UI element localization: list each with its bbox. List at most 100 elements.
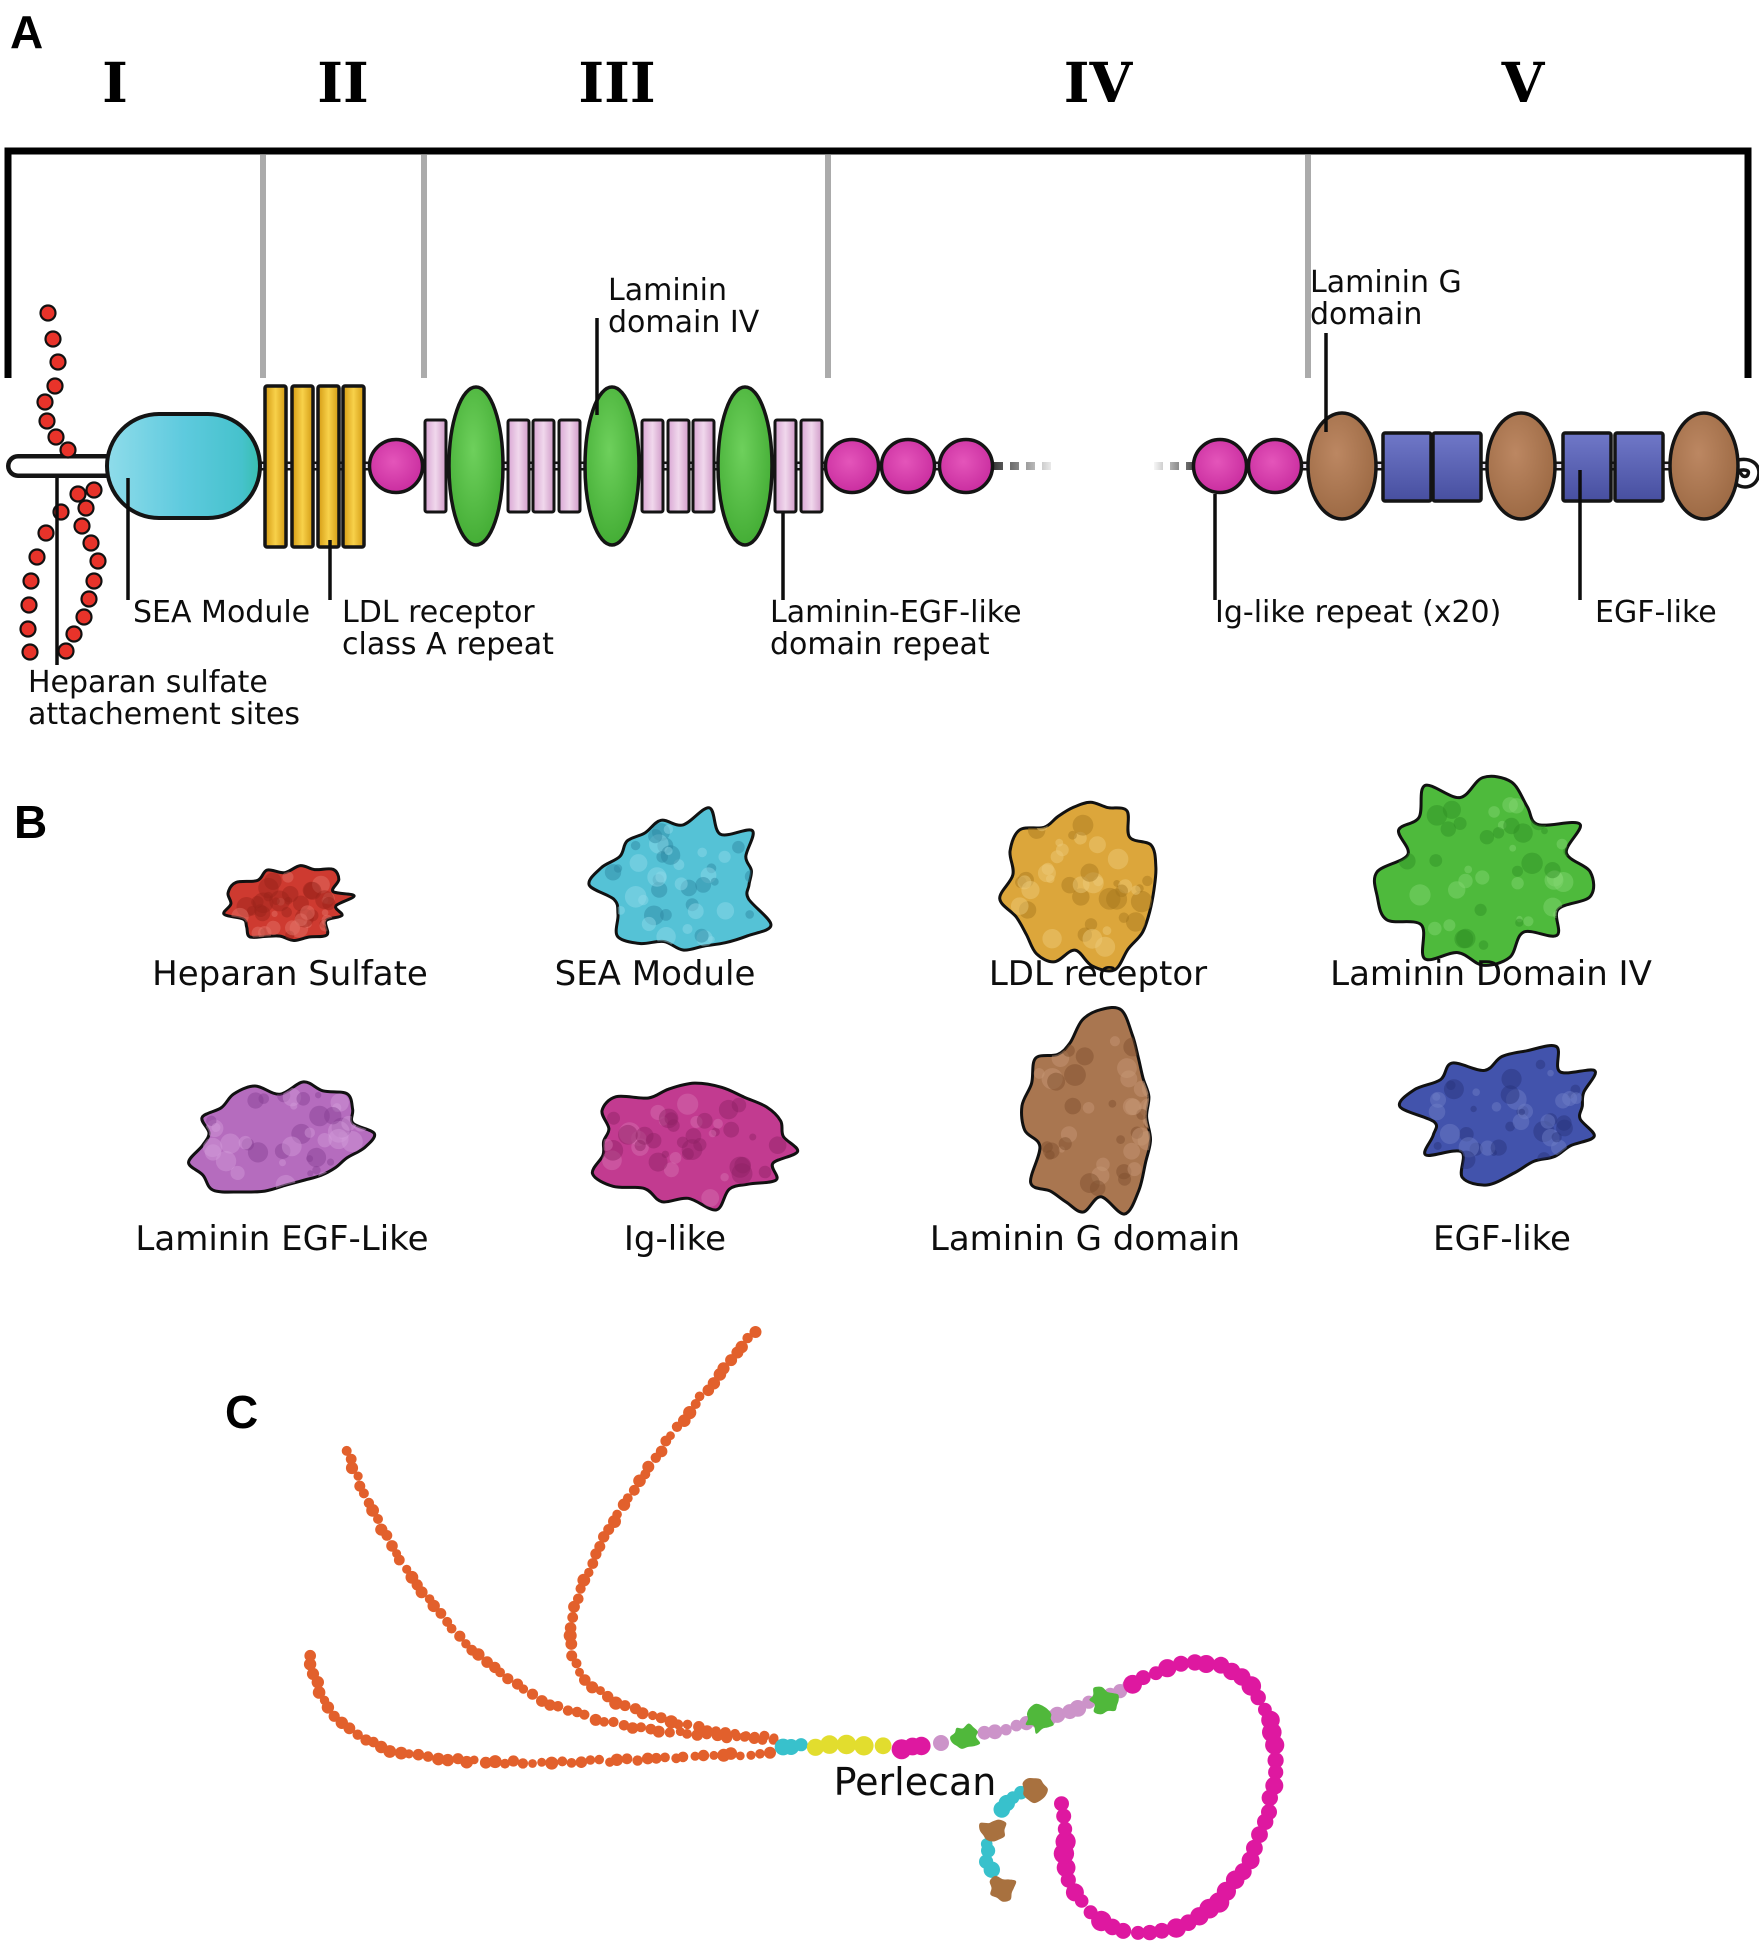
heparan-dot (57, 642, 75, 660)
callout-sea-module: SEA Module (126, 478, 310, 630)
laminin-iv-3d-blob (1372, 774, 1596, 967)
core-green-blob (950, 1723, 981, 1749)
ig-like-3d-blob (590, 1081, 800, 1212)
egf-like-square (1381, 431, 1433, 503)
ldl-receptor-3d-blob (998, 800, 1158, 973)
ldl-class-a-bar (341, 384, 366, 549)
blob-surface (187, 1080, 377, 1194)
heparan-dot (36, 393, 54, 411)
ldl-class-a-bar (316, 384, 341, 549)
heparan-dot (65, 625, 83, 643)
laminin-egf-bar (666, 418, 691, 514)
callout-ig-like-repeat: Ig-like repeat (x20) (1213, 494, 1501, 630)
heparan-dot (77, 499, 95, 517)
core-cyan-segment (774, 1738, 808, 1756)
core-green-blob (1089, 1686, 1119, 1715)
heparan-sulfate-label: Heparan Sulfate (152, 954, 428, 994)
callout-text: SEA Module (133, 595, 310, 630)
callout-text: Ig-like repeat (x20) (1215, 595, 1501, 630)
heparan-dot (39, 304, 57, 322)
ig-like-circle (367, 437, 425, 495)
ig-like-circle (1191, 437, 1249, 495)
heparan-dot-chain-upper (36, 304, 77, 459)
heparan-dot (44, 330, 62, 348)
egf-like-3d-label: EGF-like (1433, 1219, 1571, 1259)
heparan-dot (21, 643, 39, 661)
laminin-egf-bar (557, 418, 582, 514)
laminin-domain-iv-ellipse (583, 385, 641, 547)
heparan-dot (28, 548, 46, 566)
heparan-dot (37, 524, 55, 542)
blob-surface (590, 1081, 800, 1212)
heparan-dot (85, 572, 103, 590)
heparan-dot-chain-inner (57, 481, 107, 660)
laminin-egf-bar (799, 418, 824, 514)
panel-a-letter: A (10, 6, 43, 58)
core-plum-bead (933, 1735, 949, 1751)
c-terminal-hook-fill (1732, 461, 1758, 486)
ig-like-3d-label: Ig-like (624, 1219, 726, 1259)
egf-like-square (1431, 431, 1483, 503)
heparan-dot (85, 481, 103, 499)
region-numeral-IV: IV (1064, 50, 1134, 115)
ldl-class-a-bar (290, 384, 315, 549)
perlecan-label: Perlecan (834, 1760, 997, 1804)
heparan-dot (22, 572, 40, 590)
heparan-dot (49, 353, 67, 371)
heparan-dot (46, 377, 64, 395)
heparan-sulfate-dots (19, 304, 107, 661)
region-bracket (4, 147, 1752, 378)
laminin-egf-bar (423, 418, 448, 514)
core-yellow-segment (806, 1734, 892, 1756)
laminin-g-ellipse (1306, 411, 1378, 521)
region-numeral-I: I (102, 50, 128, 115)
core-brown-blob (989, 1875, 1017, 1902)
core-brown-blob (1022, 1778, 1048, 1804)
callout-egf-like: EGF-like (1578, 470, 1717, 630)
laminin-domain-iv-ellipse (447, 385, 505, 547)
heparan-dot (82, 534, 100, 552)
laminin-egf-bar (531, 418, 556, 514)
heparan-dot (47, 428, 65, 446)
heparan-dot (89, 552, 107, 570)
core-magenta-segment (891, 1736, 931, 1760)
laminin-domain-iv-ellipse (716, 385, 774, 547)
region-numeral-V: V (1501, 50, 1546, 115)
region-numeral-III: III (578, 50, 655, 115)
domain-shapes (105, 384, 1740, 549)
laminin-iv-3d-label: Laminin Domain IV (1330, 954, 1652, 994)
heparan-dot (38, 412, 56, 430)
laminin-g-3d-blob (1020, 1006, 1162, 1216)
ig-like-circle (823, 437, 881, 495)
sea-module-shape (105, 412, 262, 520)
blob-texture (231, 871, 336, 940)
laminin-egf-3d-blob (187, 1080, 377, 1196)
panel-c-letter: C (225, 1386, 258, 1438)
panel-c: C Perlecan (225, 1326, 1285, 1941)
laminin-egf-bar (506, 418, 531, 514)
hs-chain-3 (303, 1649, 776, 1770)
core-tail-cyan-2 (979, 1838, 1000, 1878)
blob-texture (1010, 814, 1153, 957)
heparan-sulfate-blob (222, 864, 356, 942)
hs-chain-1 (563, 1326, 779, 1745)
sea-module-3d-blob (587, 806, 773, 952)
panel-b-letter: B (14, 796, 47, 848)
egf-like-square (1561, 431, 1613, 503)
sea-module-3d-label: SEA Module (555, 954, 756, 994)
laminin-egf-bar (691, 418, 716, 514)
laminin-egf-bar (773, 418, 798, 514)
